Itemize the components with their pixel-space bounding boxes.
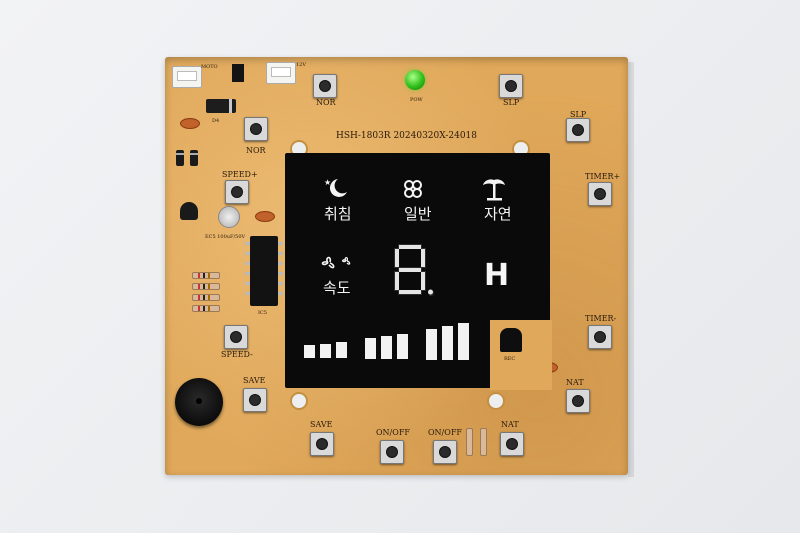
nor-button-top[interactable]	[313, 74, 337, 98]
silk-d4: D4	[212, 118, 220, 124]
silk-onoff-1: ON/OFF	[376, 428, 410, 437]
slp-button[interactable]	[566, 118, 590, 142]
silk-pow: POW	[410, 97, 423, 103]
silk-rec: REC	[504, 356, 516, 362]
resistor	[192, 283, 220, 290]
connector-12v	[266, 62, 296, 84]
speed-bar	[365, 338, 376, 359]
silk-speed-minus: SPEED-	[221, 350, 253, 359]
transistor	[180, 202, 198, 220]
mode-label-sleep: 취침	[324, 205, 352, 223]
silk-timer-plus: TIMER+	[585, 172, 621, 181]
small-diode	[190, 150, 198, 166]
resistor	[192, 305, 220, 312]
resistor	[466, 428, 473, 456]
ir-receiver	[500, 328, 522, 352]
mounting-hole	[290, 392, 308, 410]
silk-nat-bottom: NAT	[501, 420, 519, 429]
silk-timer-minus: TIMER-	[585, 314, 617, 323]
h-indicator: H	[484, 258, 510, 293]
on-off-button-1[interactable]	[380, 440, 404, 464]
palm-tree-icon	[481, 176, 507, 207]
speed-fan-icon	[320, 253, 356, 278]
speed-bar	[397, 334, 408, 359]
timer-plus-button[interactable]	[588, 182, 612, 206]
silk-slp: SLP	[570, 110, 587, 119]
speed-bar	[336, 342, 347, 358]
moon-star-icon: ★	[322, 176, 350, 205]
speed-bar	[320, 344, 331, 358]
mounting-hole	[487, 392, 505, 410]
save-button-bottom[interactable]	[310, 432, 334, 456]
speed-bar	[381, 336, 392, 359]
speed-minus-button[interactable]	[224, 325, 248, 349]
connector-moto	[172, 66, 202, 88]
diode-d4	[206, 99, 236, 113]
regulator-chip	[232, 64, 244, 82]
silk-speed-plus: SPEED+	[222, 170, 258, 179]
board-model-text: HSH-1803R 20240320X-24018	[336, 131, 478, 141]
ceramic-capacitor	[180, 118, 200, 129]
silk-nat-right: NAT	[566, 378, 584, 387]
speed-bar	[304, 345, 315, 358]
resistor	[192, 272, 220, 279]
mode-label-natural: 자연	[484, 205, 512, 223]
speed-bar	[442, 326, 453, 360]
silk-nor: NOR	[246, 146, 266, 155]
silk-onoff-2: ON/OFF	[428, 428, 462, 437]
buzzer	[175, 378, 223, 426]
board-shadow	[628, 62, 634, 477]
nat-button-right[interactable]	[566, 389, 590, 413]
save-button-left[interactable]	[243, 388, 267, 412]
silk-12v: 12V	[296, 62, 306, 68]
silk-slp-top: SLP	[503, 98, 520, 107]
speed-label: 속도	[323, 279, 351, 297]
small-diode	[176, 150, 184, 166]
mode-label-normal: 일반	[404, 205, 432, 223]
silk-ec5: EC5 100uF/50V	[205, 234, 246, 240]
silk-nor-top: NOR	[316, 98, 336, 107]
slp-button-top[interactable]	[499, 74, 523, 98]
resistor	[192, 294, 220, 301]
speed-bar	[426, 329, 437, 360]
fan-icon	[402, 178, 424, 205]
svg-text:★: ★	[324, 178, 331, 187]
ic-chip	[245, 236, 283, 306]
resistor	[480, 428, 487, 456]
silk-save-left: SAVE	[243, 376, 266, 385]
silk-save-bottom: SAVE	[310, 420, 333, 429]
display-notch	[490, 320, 552, 390]
timer-minus-button[interactable]	[588, 325, 612, 349]
speed-bar	[458, 323, 469, 360]
power-led	[405, 70, 425, 90]
silk-moto: MOTO	[201, 64, 218, 70]
nor-button[interactable]	[244, 117, 268, 141]
on-off-button-2[interactable]	[433, 440, 457, 464]
silk-ic5: IC5	[258, 310, 267, 316]
speed-plus-button[interactable]	[225, 180, 249, 204]
nat-button-bottom[interactable]	[500, 432, 524, 456]
ceramic-capacitor	[255, 211, 275, 222]
seven-segment-digit	[392, 241, 434, 298]
electrolytic-capacitor	[218, 206, 240, 228]
